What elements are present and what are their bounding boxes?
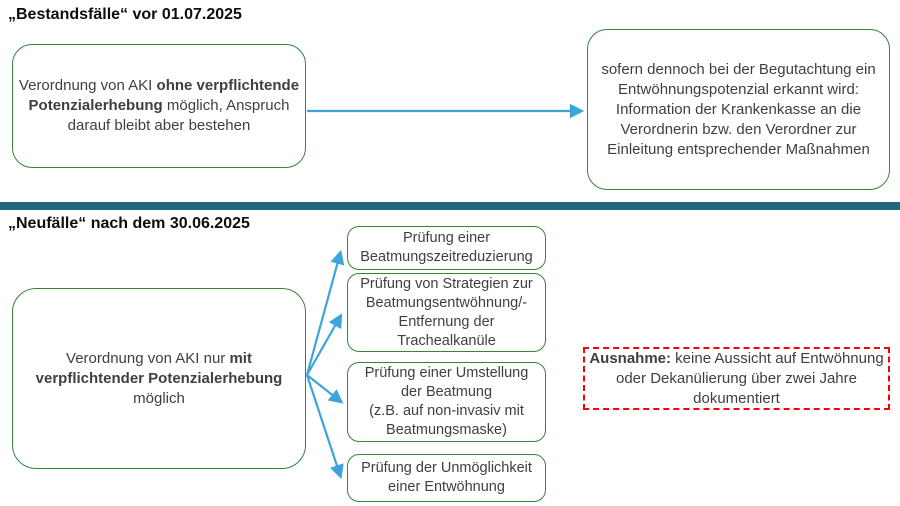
- box-pruefung-strategien: Prüfung von Strategien zur Beatmungsentw…: [347, 273, 546, 352]
- text-segment: Verordnung von AKI: [18, 77, 157, 94]
- box-bestandsfaelle-verordnung: Verordnung von AKI ohne verpflichtende P…: [12, 44, 306, 168]
- section-heading-bestandsfaelle: „Bestandsfälle“ vor 01.07.2025: [8, 6, 242, 23]
- arrow-fan-2: [306, 313, 343, 376]
- box-pruefung-unmoeglichkeit: Prüfung der Unmöglichkeit einer Entwöhnu…: [347, 454, 546, 502]
- arrow-fan-3: [306, 374, 344, 404]
- box-pruefung-1-text: Prüfung einer Beatmungszeitreduzierung: [360, 230, 533, 265]
- section-divider: [0, 202, 900, 210]
- box-bestandsfaelle-begutachtung-text: sofern dennoch bei der Begutachtung ein …: [601, 60, 876, 158]
- box-pruefung-2-text: Prüfung von Strategien zur Beatmungsentw…: [360, 275, 533, 349]
- box-bestandsfaelle-verordnung-text: Verordnung von AKI ohne verpflichtende P…: [13, 76, 305, 136]
- box-pruefung-beatmungszeitreduzierung: Prüfung einer Beatmungszeitreduzierung: [347, 226, 546, 270]
- text-segment-bold: mit verpflichtender Potenzialerhebung: [35, 349, 283, 387]
- text-segment: möglich, Anspruch darauf bleibt aber bes…: [67, 97, 290, 134]
- section-heading-neufaelle: „Neufälle“ nach dem 30.06.2025: [8, 215, 250, 232]
- text-segment: möglich: [133, 389, 185, 407]
- box-pruefung-umstellung: Prüfung einer Umstellung der Beatmung (z…: [347, 362, 546, 442]
- box-neufaelle-verordnung-text: Verordnung von AKI nur mit verpflichtend…: [13, 349, 305, 409]
- box-pruefung-4-text: Prüfung der Unmöglichkeit einer Entwöhnu…: [361, 460, 532, 495]
- box-bestandsfaelle-begutachtung: sofern dennoch bei der Begutachtung ein …: [587, 29, 890, 190]
- box-ausnahme: Ausnahme: keine Aussicht auf Entwöhnung …: [583, 347, 890, 410]
- text-segment: keine Aussicht auf Entwöhnung oder Dekan…: [616, 349, 884, 407]
- text-segment-bold: ohne verpflichtende Potenzialerhebung: [28, 77, 300, 114]
- text-segment: Verordnung von AKI nur: [66, 349, 230, 367]
- text-segment-bold: Ausnahme:: [589, 349, 672, 367]
- box-pruefung-3-text: Prüfung einer Umstellung der Beatmung (z…: [364, 365, 529, 438]
- box-neufaelle-verordnung: Verordnung von AKI nur mit verpflichtend…: [12, 288, 306, 469]
- arrow-fan-1: [305, 249, 345, 376]
- arrow-fan-4: [305, 374, 344, 480]
- box-ausnahme-text: Ausnahme: keine Aussicht auf Entwöhnung …: [585, 349, 888, 409]
